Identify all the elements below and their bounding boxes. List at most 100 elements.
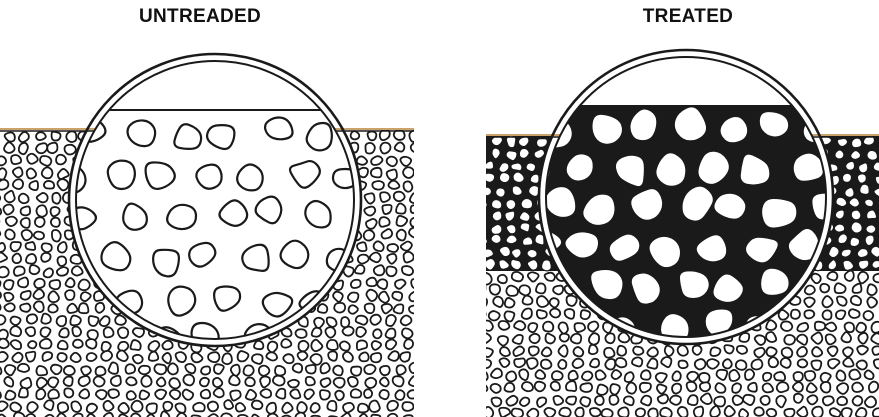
gravel-stone — [767, 409, 777, 417]
gravel-stone — [58, 402, 68, 412]
gravel-stone — [518, 137, 529, 147]
gravel-stone — [535, 382, 545, 392]
gravel-stone — [10, 326, 21, 336]
gravel-stone — [168, 363, 178, 374]
gravel-stone — [827, 272, 837, 281]
gravel-stone — [550, 309, 560, 318]
gravel-stone — [545, 273, 555, 281]
gravel-stone — [486, 360, 491, 369]
gravel-stone — [729, 370, 739, 381]
gravel-stone — [48, 377, 58, 387]
gravel-stone — [373, 329, 381, 338]
gravel-stone — [486, 383, 487, 392]
gravel-stone — [117, 350, 128, 361]
gravel-stone — [388, 351, 398, 361]
gravel-stone — [57, 256, 66, 266]
magnified-stone — [265, 117, 292, 139]
gravel-stone — [4, 280, 14, 290]
gravel-stone — [208, 352, 219, 362]
gravel-stone — [811, 360, 821, 370]
gravel-stone — [5, 365, 16, 375]
gravel-stone — [865, 199, 874, 207]
gravel-stone — [245, 377, 255, 386]
gravel-stone — [386, 266, 396, 276]
gravel-stone — [872, 346, 879, 355]
gravel-stone — [348, 377, 358, 387]
gravel-stone — [537, 397, 546, 407]
gravel-stone — [4, 377, 13, 387]
gravel-stone — [343, 352, 353, 362]
gravel-stone — [797, 407, 807, 417]
gravel-stone — [351, 367, 361, 376]
gravel-stone — [133, 328, 144, 337]
gravel-stone — [276, 389, 285, 399]
gravel-stone — [11, 340, 21, 349]
gravel-stone — [64, 388, 73, 397]
gravel-stone — [781, 358, 791, 368]
gravel-stone — [610, 384, 620, 395]
gravel-stone — [723, 359, 732, 368]
gravel-stone — [0, 291, 1, 300]
gravel-stone — [820, 284, 829, 293]
gravel-stone — [588, 321, 598, 331]
gravel-stone — [542, 260, 552, 271]
gravel-stone — [404, 181, 413, 191]
gravel-stone — [823, 396, 834, 405]
gravel-stone — [169, 378, 180, 388]
gravel-stone — [536, 283, 546, 293]
gravel-stone — [44, 400, 53, 410]
gravel-stone — [374, 241, 384, 251]
gravel-stone — [873, 408, 879, 417]
gravel-stone — [754, 407, 763, 416]
gravel-stone — [640, 383, 651, 393]
gravel-stone — [57, 316, 67, 326]
gravel-stone — [118, 403, 129, 414]
gravel-stone — [766, 332, 776, 342]
gravel-stone — [846, 161, 855, 170]
gravel-stone — [565, 309, 575, 319]
gravel-stone — [636, 408, 645, 417]
gravel-stone — [491, 234, 501, 243]
gravel-stone — [794, 394, 803, 403]
gravel-stone — [349, 305, 358, 314]
gravel-stone — [380, 366, 390, 375]
gravel-stone — [52, 193, 60, 204]
gravel-stone — [36, 389, 45, 399]
gravel-stone — [498, 336, 508, 346]
gravel-stone — [521, 198, 533, 208]
gravel-stone — [0, 302, 1, 312]
gravel-stone — [553, 286, 563, 295]
gravel-stone — [836, 310, 845, 319]
gravel-stone — [656, 373, 667, 383]
gravel-stone — [163, 402, 172, 411]
treated-soil-diagram — [486, 0, 879, 417]
gravel-stone — [615, 358, 626, 367]
gravel-stone — [238, 351, 249, 361]
gravel-stone — [371, 156, 382, 165]
gravel-stone — [140, 390, 150, 399]
gravel-stone — [13, 179, 23, 189]
gravel-stone — [657, 384, 666, 393]
gravel-stone — [365, 378, 376, 388]
gravel-stone — [333, 366, 343, 376]
gravel-stone — [382, 304, 392, 313]
gravel-stone — [318, 304, 328, 313]
gravel-stone — [486, 173, 495, 182]
gravel-stone — [351, 280, 361, 288]
gravel-stone — [365, 143, 374, 154]
gravel-stone — [550, 298, 559, 307]
gravel-stone — [59, 328, 69, 337]
gravel-stone — [864, 311, 874, 320]
gravel-stone — [183, 375, 194, 386]
gravel-stone — [807, 383, 817, 392]
untreated-soil-diagram — [0, 0, 414, 417]
gravel-stone — [21, 291, 31, 300]
gravel-stone — [397, 230, 406, 241]
gravel-stone — [766, 320, 776, 330]
gravel-stone — [58, 242, 67, 253]
gravel-stone — [133, 355, 143, 364]
gravel-stone — [379, 292, 389, 303]
gravel-stone — [41, 314, 51, 324]
gravel-stone — [866, 225, 876, 234]
gravel-stone — [87, 353, 97, 361]
